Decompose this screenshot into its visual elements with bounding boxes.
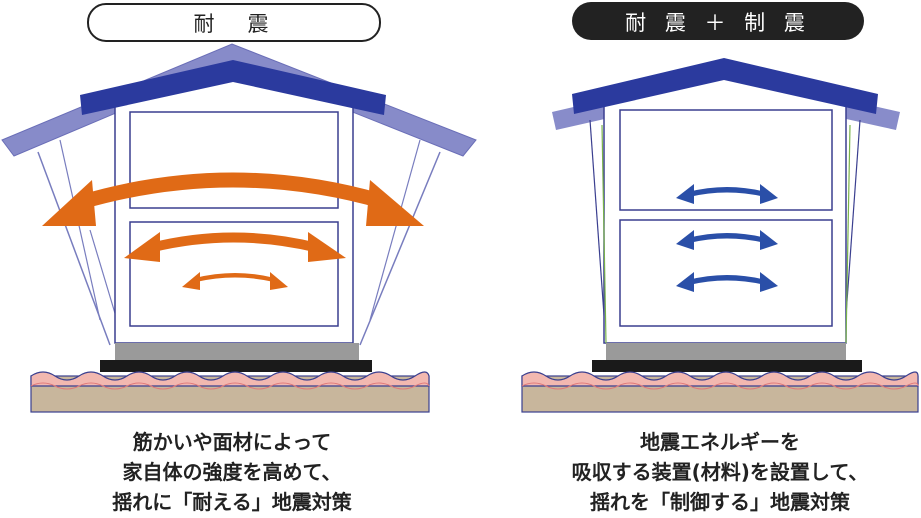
left-ground xyxy=(30,371,430,413)
right-arrow-middle-head-l xyxy=(676,230,694,250)
left-title-pill xyxy=(87,3,381,42)
left-arrow-small xyxy=(195,273,275,282)
left-arrow-large xyxy=(80,172,386,209)
left-arrow-large-head-l xyxy=(42,180,96,226)
right-base xyxy=(606,343,846,360)
right-caption-line-3: 揺れを「制御する」地震対策 xyxy=(590,490,851,514)
right-title: 耐 震 ＋ 制 震 xyxy=(625,11,811,35)
right-caption-line-2: 吸収する装置(材料)を設置して、 xyxy=(572,460,869,484)
right-arrow-bottom-head-r xyxy=(760,272,778,292)
right-damper-line-left xyxy=(601,124,607,344)
left-arrow-small-head-l xyxy=(182,272,200,290)
right-ground xyxy=(521,371,919,413)
right-foundation xyxy=(592,360,862,372)
left-arrow-medium xyxy=(150,232,318,252)
right-panel: 耐 震 ＋ 制 震 xyxy=(521,2,919,514)
right-arrow-middle xyxy=(688,233,766,243)
left-base xyxy=(115,343,359,360)
right-arrows xyxy=(676,184,778,292)
left-arrow-large-head-r xyxy=(366,180,424,226)
left-arrow-medium-head-l xyxy=(124,232,160,262)
right-house xyxy=(572,58,878,344)
right-arrow-top xyxy=(688,187,766,197)
left-caption-line-2: 家自体の強度を高めて、 xyxy=(123,460,342,484)
right-title-pill xyxy=(572,2,864,40)
left-foundation xyxy=(100,360,372,372)
left-arrow-medium-head-r xyxy=(308,232,346,262)
left-roof xyxy=(80,60,386,115)
right-arrow-middle-head-r xyxy=(760,230,778,250)
left-title: 耐 震 xyxy=(194,12,275,36)
left-arrow-small-head-r xyxy=(270,272,288,290)
right-arrow-bottom-head-l xyxy=(676,272,694,292)
left-panel: 耐 震 xyxy=(1,3,477,514)
right-arrow-bottom xyxy=(688,275,766,285)
right-arrow-top-head-l xyxy=(676,184,694,204)
right-roof xyxy=(572,58,878,114)
left-caption-line-1: 筋かいや面材によって xyxy=(133,430,331,454)
left-arrows xyxy=(42,172,424,290)
right-caption-line-1: 地震エネルギーを xyxy=(640,430,800,454)
left-house xyxy=(80,60,386,344)
right-damper-line-right xyxy=(845,124,851,344)
left-caption-line-3: 揺れに「耐える」地震対策 xyxy=(112,490,352,514)
right-arrow-top-head-r xyxy=(760,184,778,204)
